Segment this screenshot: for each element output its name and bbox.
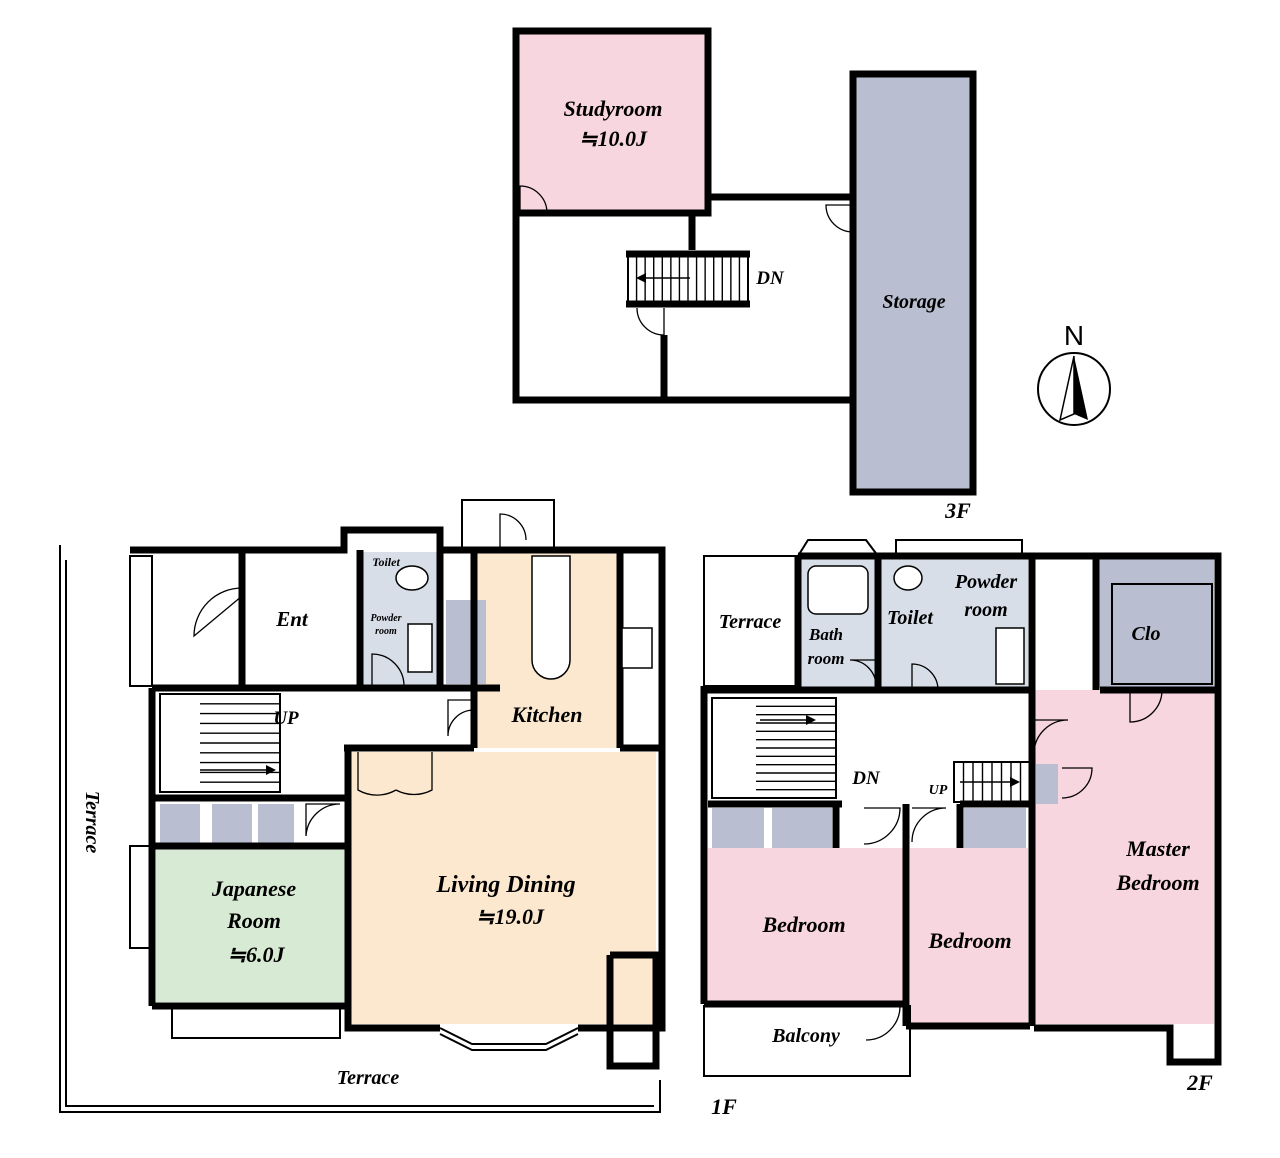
japanese-room-area <box>156 848 346 1002</box>
studyroom-area <box>516 31 708 213</box>
stairs-1f-up-label: UP <box>273 708 299 729</box>
floor-2-label: 2F <box>1186 1070 1213 1095</box>
japanese-room-label-1: Japanese <box>211 876 297 901</box>
closet-2f-area <box>1098 556 1214 688</box>
closet-2f-d <box>964 808 1026 848</box>
living-dining-size: ≒19.0J <box>476 904 545 929</box>
storage-area <box>853 74 973 492</box>
bedroom-2-area <box>910 848 1028 1024</box>
floor-1: Ent Toilet Powder room Kitchen UP Living… <box>59 499 737 1119</box>
living-dining-label: Living Dining <box>435 872 575 898</box>
closet-1f-d <box>258 804 294 844</box>
bedroom-1-label: Bedroom <box>761 912 845 937</box>
floor-2: Terrace Bath room Toilet Powder room Clo… <box>700 539 1222 1095</box>
closet-2f-label: Clo <box>1132 623 1161 645</box>
closet-1f-a <box>446 600 486 684</box>
storage-label: Storage <box>882 291 945 313</box>
stairs-2f <box>711 697 1031 803</box>
compass-label: N <box>1064 320 1084 351</box>
stairs-1f <box>159 693 281 793</box>
terrace-bottom-label: Terrace <box>337 1067 400 1089</box>
stairs-2f-dn-label: DN <box>851 768 881 789</box>
stairs-3f-dn-label: DN <box>755 268 785 289</box>
powder-1f-label-1: Powder <box>370 613 401 624</box>
master-bedroom-label-1: Master <box>1125 836 1190 861</box>
stairs-2f-up-label: UP <box>929 783 948 798</box>
closet-1f-c <box>212 804 252 844</box>
floor-1-label: 1F <box>711 1094 737 1119</box>
japanese-room-label-2: Room <box>226 908 281 933</box>
master-bedroom-area <box>1032 690 1214 1024</box>
floor-3-label: 3F <box>944 498 971 523</box>
bedroom-1-area <box>708 848 906 1002</box>
powder-2f-label-1: Powder <box>954 571 1017 593</box>
powder-1f-label-2: room <box>375 626 397 637</box>
closet-2f-e <box>1036 764 1058 804</box>
terrace-2f-label: Terrace <box>719 611 782 633</box>
bedroom-2-label: Bedroom <box>927 928 1011 953</box>
studyroom-label: Studyroom <box>563 96 662 121</box>
compass-icon: N <box>1037 320 1111 426</box>
terrace-side-label: Terrace <box>81 791 103 854</box>
living-dining-area <box>350 752 656 1024</box>
entrance-label: Ent <box>275 607 309 631</box>
bathroom-label-2: room <box>808 649 845 668</box>
closet-2f-c <box>772 808 832 848</box>
toilet-1f-label: Toilet <box>372 555 400 569</box>
toilet-2f-label: Toilet <box>887 607 934 629</box>
kitchen-label: Kitchen <box>511 702 583 727</box>
japanese-room-size: ≒6.0J <box>228 942 286 967</box>
stairs-3f <box>626 250 750 308</box>
balcony-label: Balcony <box>771 1025 840 1047</box>
powder-2f-label-2: room <box>964 599 1007 621</box>
bathroom-label-1: Bath <box>808 625 843 644</box>
floor-3: Studyroom ≒10.0J Storage DN 3F <box>512 27 977 523</box>
master-bedroom-label-2: Bedroom <box>1115 870 1199 895</box>
closet-1f-b <box>160 804 200 844</box>
closet-2f-b <box>712 808 764 848</box>
studyroom-size: ≒10.0J <box>579 126 648 151</box>
